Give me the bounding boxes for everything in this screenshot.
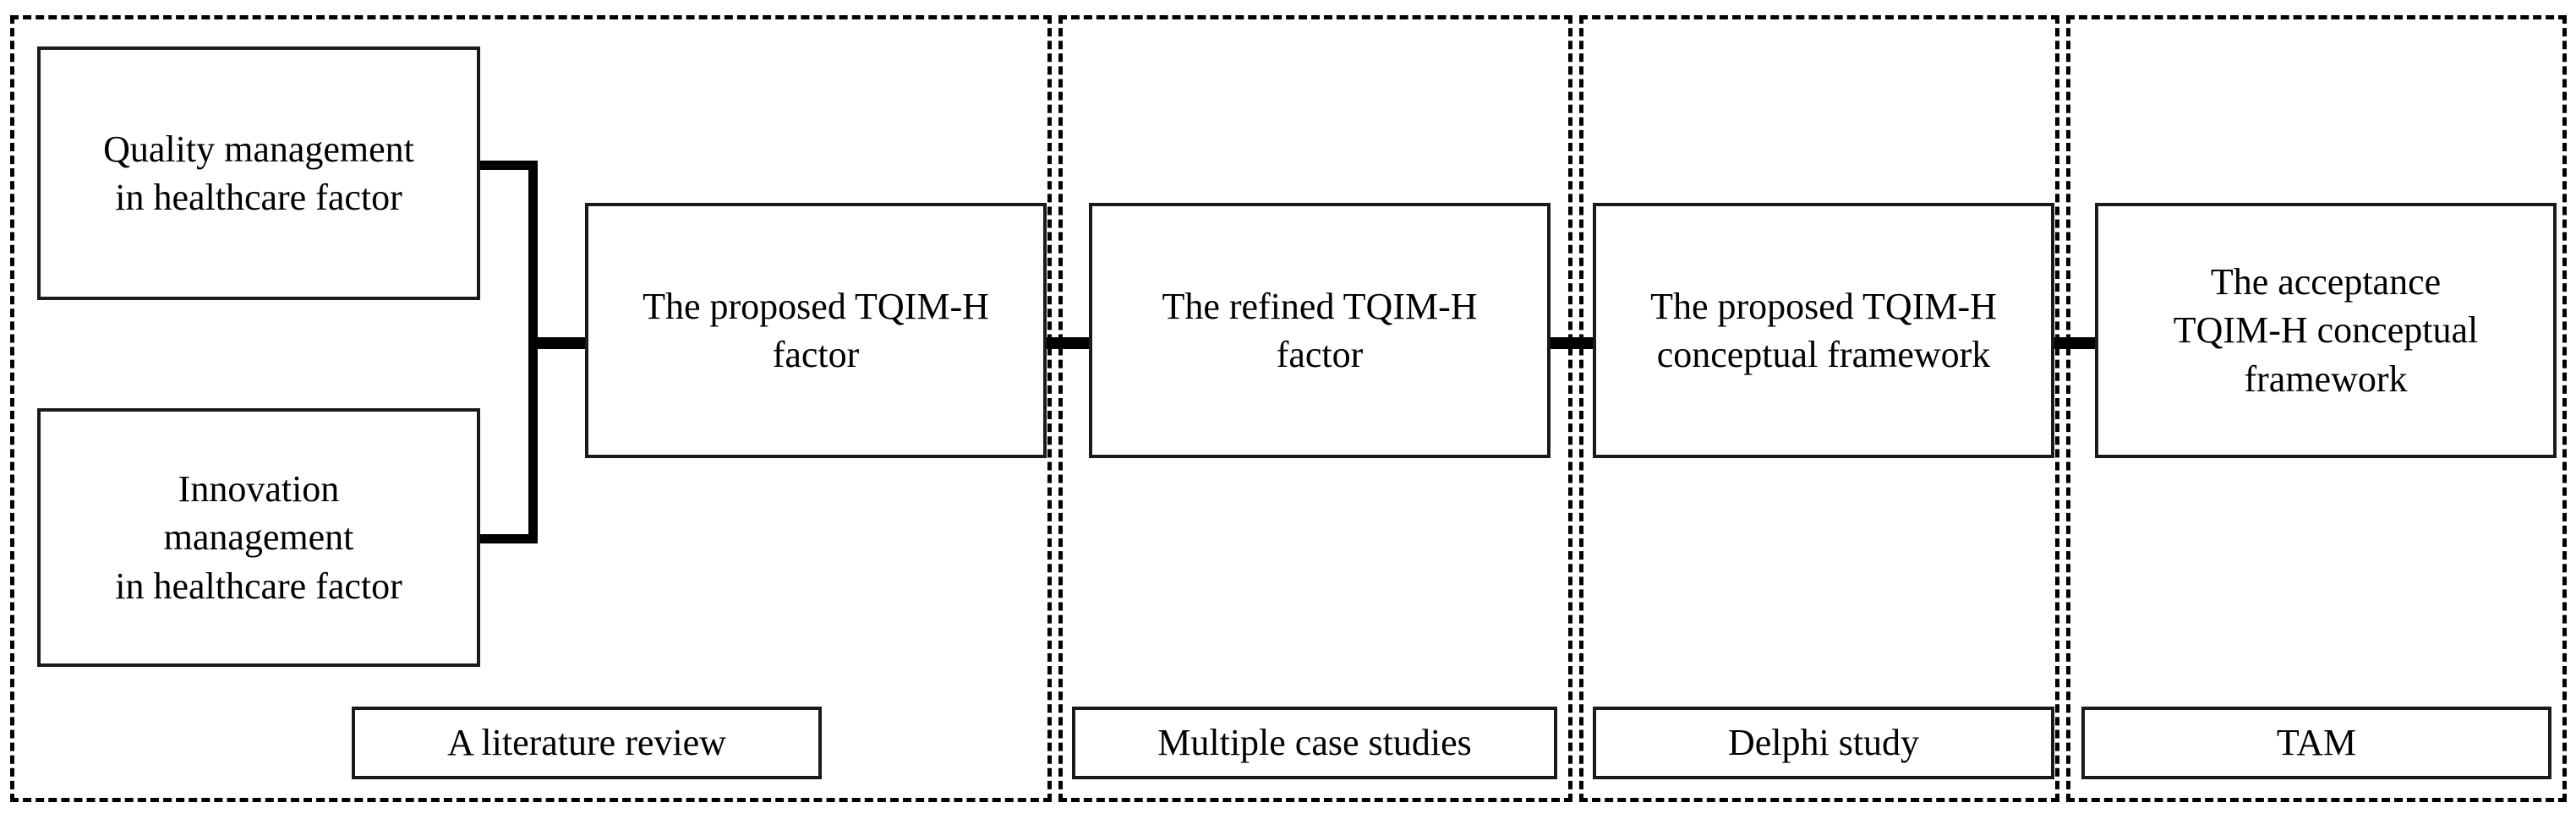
box-acceptance-tqimh-framework[interactable]: The acceptance TQIM-H conceptual framewo… [2095, 203, 2557, 458]
box-innovation-management-factor[interactable]: Innovation management in healthcare fact… [37, 408, 480, 667]
method-box-delphi-study[interactable]: Delphi study [1593, 707, 2054, 779]
box-proposed-tqimh-framework[interactable]: The proposed TQIM-H conceptual framework [1593, 203, 2054, 458]
method-label: Multiple case studies [1157, 722, 1472, 764]
bracket-top-stub [480, 161, 538, 170]
method-label: TAM [2276, 722, 2357, 764]
method-box-literature-review[interactable]: A literature review [352, 707, 822, 779]
box-label: The acceptance TQIM-H conceptual framewo… [2173, 261, 2479, 400]
phase-panel-delphi-study [1579, 15, 2059, 802]
box-label: The refined TQIM-H factor [1162, 285, 1478, 375]
box-refined-tqimh-factor[interactable]: The refined TQIM-H factor [1089, 203, 1551, 458]
box-label: Innovation management in healthcare fact… [115, 468, 402, 607]
box-label: The proposed TQIM-H conceptual framework [1650, 285, 1997, 375]
box-label: The proposed TQIM-H factor [643, 285, 989, 375]
method-label: A literature review [447, 722, 726, 764]
bracket-trunk [528, 161, 538, 543]
phase-panel-tam [2066, 15, 2567, 802]
box-label: Quality management in healthcare factor [103, 128, 414, 218]
method-box-multiple-case-studies[interactable]: Multiple case studies [1072, 707, 1557, 779]
method-label: Delphi study [1727, 722, 1920, 764]
box-proposed-tqimh-factor[interactable]: The proposed TQIM-H factor [585, 203, 1047, 458]
method-box-tam[interactable]: TAM [2081, 707, 2551, 779]
box-quality-management-factor[interactable]: Quality management in healthcare factor [37, 46, 480, 300]
phase-panel-literature-review [10, 15, 1052, 802]
phase-panel-multiple-case-studies [1058, 15, 1572, 802]
bracket-bottom-stub [480, 534, 538, 543]
